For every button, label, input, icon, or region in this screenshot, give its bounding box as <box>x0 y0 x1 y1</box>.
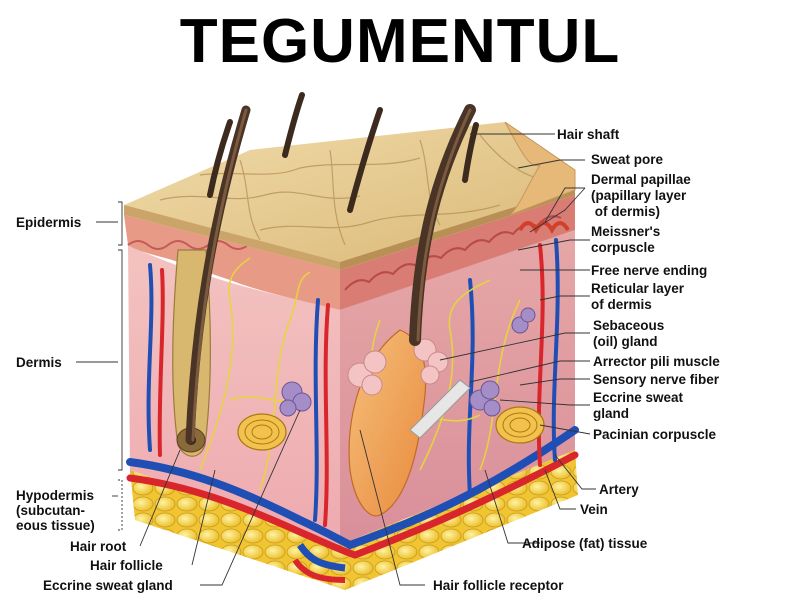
label-dermal-papillae-2: (papillary layer <box>591 188 687 203</box>
sebaceous-gland <box>347 338 449 396</box>
leader-lines <box>76 133 596 586</box>
label-meissners-1: Meissner's <box>591 224 660 239</box>
label-hypodermis-1: Hypodermis <box>16 488 94 503</box>
vein-horizontal <box>126 426 579 550</box>
label-sebaceous-1: Sebaceous <box>593 318 664 333</box>
skin-block <box>124 92 579 590</box>
label-hypodermis-3: eous tissue) <box>16 518 95 533</box>
label-reticular-layer-1: Reticular layer <box>591 281 685 296</box>
label-epidermis: Epidermis <box>16 215 81 230</box>
label-hair-follicle-receptor: Hair follicle receptor <box>433 578 564 593</box>
label-meissners-2: corpuscle <box>591 240 655 255</box>
label-hair-shaft: Hair shaft <box>557 127 620 142</box>
label-adipose-tissue: Adipose (fat) tissue <box>522 536 648 551</box>
label-arrector-pili-muscle: Arrector pili muscle <box>593 354 720 369</box>
label-hypodermis-2: (subcutan- <box>16 503 85 518</box>
label-sweat-pore: Sweat pore <box>591 152 664 167</box>
label-sensory-nerve-fiber: Sensory nerve fiber <box>593 372 720 387</box>
adipose-layer <box>130 470 345 590</box>
papillary-layer-side <box>340 195 575 310</box>
pacinian-corpuscle-left <box>237 413 287 451</box>
hair-shafts <box>185 92 479 445</box>
label-eccrine-sweat-gland-right-2: gland <box>593 406 629 421</box>
label-dermis: Dermis <box>16 355 62 370</box>
label-reticular-layer-2: of dermis <box>591 297 652 312</box>
label-dermal-papillae-1: Dermal papillae <box>591 172 691 187</box>
label-free-nerve-ending: Free nerve ending <box>591 263 707 278</box>
pacinian-corpuscle-right <box>495 406 545 444</box>
labels: Epidermis Dermis Hypodermis (subcutan- e… <box>16 127 720 593</box>
label-dermal-papillae-3: of dermis) <box>591 204 660 219</box>
eccrine-sweat-gland-coil <box>279 307 536 417</box>
arrector-pili <box>409 379 471 439</box>
label-sebaceous-2: (oil) gland <box>593 334 658 349</box>
page-title: TEGUMENTUL <box>179 7 621 76</box>
layer-brackets <box>118 201 123 531</box>
label-hair-root: Hair root <box>70 539 127 554</box>
label-vein: Vein <box>580 502 608 517</box>
label-eccrine-sweat-gland-bottom: Eccrine sweat gland <box>43 578 173 593</box>
label-artery: Artery <box>599 482 639 497</box>
label-pacinian-corpuscle: Pacinian corpuscle <box>593 427 717 442</box>
papillary-layer-front <box>124 215 340 310</box>
label-hair-follicle: Hair follicle <box>90 558 163 573</box>
artery-horizontal <box>126 451 579 559</box>
label-eccrine-sweat-gland-right-1: Eccrine sweat <box>593 390 684 405</box>
